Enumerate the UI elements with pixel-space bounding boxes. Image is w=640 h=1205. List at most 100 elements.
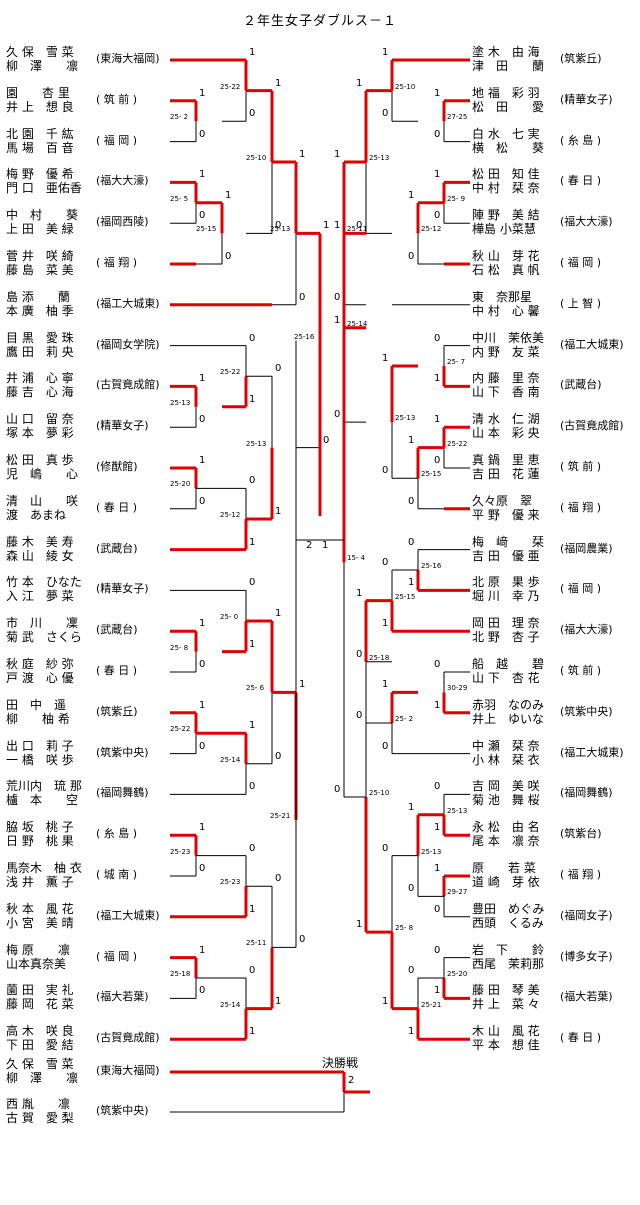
player-name: 小 宮 美 晴: [6, 915, 74, 930]
player-name: 小 林 栞 衣: [472, 752, 540, 767]
result-mark: 1: [225, 189, 232, 201]
result-mark: 0: [299, 934, 306, 946]
player-name: 地 福 彩 羽: [472, 85, 540, 100]
result-mark: 1: [382, 618, 389, 630]
player-name: 平 本 想 佳: [472, 1038, 540, 1053]
match-score: 25-13: [421, 847, 442, 856]
result-mark: 1: [275, 506, 282, 517]
left-pair-3: 梅 野 優 希門 口 亜佑香: [6, 167, 82, 195]
player-name: 目 黒 愛 珠: [6, 330, 74, 345]
player-name: 白 水 七 実: [472, 126, 540, 141]
club-name: ( 福 翔 ): [96, 256, 138, 269]
match-score: 25-21: [270, 811, 291, 820]
club-name: (筑紫中央): [96, 1104, 149, 1117]
player-name: 石 松 真 帆: [472, 263, 540, 277]
right-pair-6: 東 奈那星中 村 心 馨: [472, 290, 540, 318]
player-name: 久 保 雪 菜: [6, 1057, 74, 1071]
club-name: (福大大濠): [560, 215, 613, 229]
result-mark: 0: [434, 128, 441, 140]
club-name: (精華女子): [560, 92, 613, 106]
match-score: 25-13: [246, 439, 267, 448]
player-name: 山 口 留 奈: [6, 412, 74, 427]
match-score: 25-20: [447, 970, 468, 978]
player-name: 下 田 愛 結: [6, 1038, 74, 1053]
player-name: 久々原 翠: [472, 493, 533, 508]
result-mark: 0: [382, 740, 389, 752]
result-mark: 0: [434, 332, 441, 344]
player-name: 出 口 莉 子: [6, 738, 74, 753]
left-pair-14: 市 川 凜菊 武 さくら: [6, 616, 82, 644]
player-name: 本 廣 柚 季: [6, 303, 74, 318]
result-mark: 0: [408, 883, 415, 895]
player-name: 高 木 咲 良: [6, 1024, 74, 1039]
player-name: 塗 木 由 海: [472, 45, 540, 59]
result-mark: 1: [434, 822, 441, 834]
player-name: 西 胤 凛: [6, 1097, 70, 1111]
result-mark: 1: [199, 699, 206, 711]
club-name: (福工大城東): [96, 908, 160, 922]
right-pair-3: 松 田 知 佳中 村 栞 奈: [472, 167, 540, 195]
match-score: 27-25: [447, 113, 468, 122]
left-pair-4: 中 村 葵上 田 美 緑: [6, 208, 78, 236]
match-score: 25-13: [447, 806, 468, 815]
result-mark: 0: [199, 128, 206, 140]
result-mark: 1: [382, 47, 389, 58]
club-name: ( 糸 島 ): [96, 827, 138, 841]
club-name: (古賀竟成館): [560, 419, 624, 433]
left-pair-22: 梅 原 凛山本真奈美: [6, 943, 70, 971]
player-name: 鷹 田 莉 央: [6, 344, 74, 359]
left-pair-9: 山 口 留 奈塚 本 夢 彩: [6, 412, 74, 440]
result-mark: 0: [434, 455, 441, 466]
result-mark: 1: [199, 169, 206, 181]
result-mark: 0: [334, 409, 341, 421]
match-score: 25- 8: [170, 643, 189, 652]
player-name: 西尾 茉莉那: [472, 956, 545, 971]
club-name: (筑紫台): [560, 827, 602, 841]
match-score: 25-14: [347, 319, 368, 328]
player-name: 古 賀 愛 梨: [6, 1111, 74, 1125]
result-mark: 0: [275, 750, 282, 762]
player-name: 中川 茉依美: [472, 330, 545, 345]
result-mark: 0: [408, 251, 415, 262]
player-name: 田 中 遥: [6, 697, 67, 712]
result-mark: 1: [356, 77, 363, 89]
result-mark: 0: [275, 873, 282, 885]
result-mark: 0: [356, 220, 363, 232]
left-pair-20: 馬奈木 柚 衣浅 井 薫 子: [6, 861, 82, 889]
result-mark: 1: [408, 189, 415, 201]
result-mark: 0: [434, 903, 441, 915]
match-score: 25-13: [170, 398, 191, 407]
final_players-pair-0: 久 保 雪 菜柳 澤 凛: [6, 1057, 78, 1085]
right-pair-24: 木 山 風 花平 本 想 佳: [472, 1024, 540, 1052]
player-name: 吉 田 優 亜: [472, 548, 540, 563]
match-score: 25-18: [369, 653, 390, 662]
result-mark: 1: [382, 995, 389, 1007]
match-score: 25-12: [220, 511, 241, 519]
result-mark: 1: [249, 536, 256, 548]
result-mark: 1: [434, 373, 441, 385]
club-name: (筑紫丘): [96, 704, 138, 718]
club-name: (福岡女学院): [96, 337, 160, 351]
player-name: 梅 原 凛: [6, 942, 70, 957]
club-name: (筑紫中央): [96, 745, 149, 759]
player-name: 山本真奈美: [6, 956, 67, 971]
player-name: 松 田 知 佳: [472, 167, 540, 182]
right-pair-19: 永 松 由 名尾 本 凛 奈: [472, 820, 540, 848]
result-mark: 0: [199, 863, 206, 874]
player-name: 船 越 碧: [472, 657, 545, 671]
club-name: ( 福 岡 ): [96, 949, 138, 963]
player-name: 上 田 美 緑: [6, 222, 74, 237]
player-name: 脇 坂 桃 子: [6, 820, 74, 835]
result-mark: 0: [434, 781, 441, 793]
result-mark: 1: [199, 373, 206, 385]
result-mark: 0: [249, 332, 256, 344]
player-name: 井 上 菜 々: [472, 997, 540, 1012]
match-score: 25-11: [246, 939, 267, 948]
result-mark: 1: [356, 919, 363, 931]
match-score: 25-14: [220, 1000, 241, 1009]
match-score: 25-16: [294, 332, 315, 341]
player-name: 豊田 めぐみ: [472, 901, 545, 916]
match-score: 25-13: [395, 414, 416, 423]
club-name: ( 春 日 ): [96, 500, 138, 514]
result-mark: 1: [434, 169, 441, 181]
